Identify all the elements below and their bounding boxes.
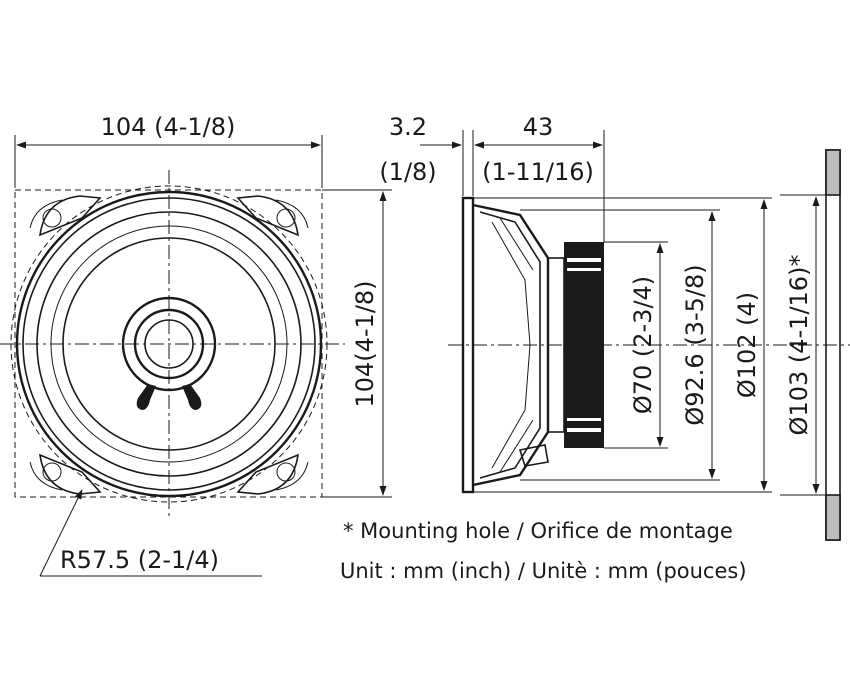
magnet-stripe-1 — [567, 258, 601, 262]
radius-label: R57.5 (2-1/4) — [60, 546, 219, 574]
radius-leader — [39, 489, 83, 577]
notes: * Mounting hole / Orifice de montage Uni… — [340, 519, 747, 583]
d70-label: Ø70 (2-3/4) — [629, 276, 657, 414]
magnet-stripe-2 — [567, 268, 601, 271]
basket-rib-bottom — [499, 419, 534, 473]
mounting-panel-section-bottom — [825, 494, 841, 541]
basket-inner — [479, 211, 541, 479]
side-view: 3.2 (1/8) 43 (1-11/16) Ø70 (2-3/4) Ø92.6… — [379, 113, 850, 541]
mounting-ears — [29, 195, 309, 495]
magnet-stripe-3 — [567, 418, 601, 421]
mounting-hole-note: * Mounting hole / Orifice de montage — [343, 519, 733, 543]
front-view: 104 (4-1/8) 104(4-1/8) R57.5 (2-1/4) — [0, 113, 392, 577]
terminal — [518, 444, 549, 467]
front-width-label: 104 (4-1/8) — [101, 113, 236, 141]
d102-label: Ø102 (4) — [733, 292, 761, 398]
mounting-panel-section-top — [825, 149, 841, 196]
depth-inch-label: (1-11/16) — [482, 158, 594, 186]
tweeter-leg-right — [182, 384, 202, 410]
d103-label: Ø103 (4-1/16)* — [785, 255, 813, 436]
depth-label: 43 — [523, 113, 554, 141]
magnet-stripe-4 — [567, 428, 601, 432]
front-height-label: 104(4-1/8) — [351, 280, 379, 407]
flange-inch-label: (1/8) — [379, 158, 436, 186]
d92-label: Ø92.6 (3-5/8) — [681, 264, 709, 425]
basket-rib-top — [499, 217, 534, 271]
unit-note: Unit : mm (inch) / Unitè : mm (pouces) — [340, 559, 747, 583]
tweeter-leg-left — [136, 384, 156, 410]
flange-label: 3.2 — [389, 113, 427, 141]
